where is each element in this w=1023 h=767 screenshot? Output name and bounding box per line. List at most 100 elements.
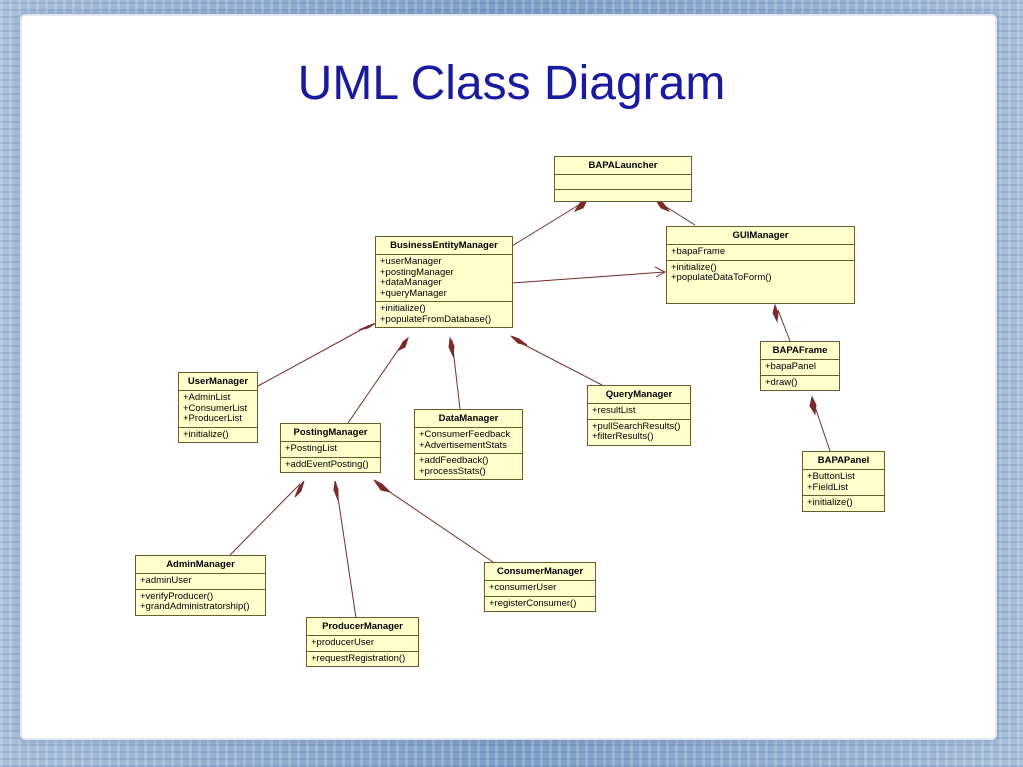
link-business-posting [347, 339, 406, 424]
method: +processStats() [419, 465, 486, 477]
link-posting-consumer [377, 483, 494, 563]
attribute: +ConsumerList [183, 402, 248, 414]
attribute-compartment: +producerUser [307, 636, 418, 652]
attribute: +bapaFrame [671, 246, 726, 257]
arrowhead-business-gui [654, 266, 667, 278]
attribute-compartment: +PostingList [281, 442, 380, 458]
method-compartment: +verifyProducer() +grandAdministratorshi… [136, 590, 265, 615]
method: +verifyProducer() [140, 590, 214, 602]
diamond-business-user [358, 322, 377, 331]
class-query-manager[interactable]: QueryManager +resultList +pullSearchResu… [587, 385, 691, 446]
method-compartment: +pullSearchResults() +filterResults() [588, 420, 690, 445]
diamond-gui-frame [772, 303, 779, 323]
attribute: +ConsumerFeedback [419, 429, 511, 440]
link-launcher-business [511, 202, 583, 247]
diamond-business-posting [397, 336, 410, 352]
method-compartment: +requestRegistration() [307, 652, 418, 667]
method-compartment: +addFeedback() +processStats() [415, 454, 522, 479]
attribute: +ButtonList [807, 471, 855, 482]
class-name: DataManager [415, 410, 522, 428]
method-compartment: +initialize() +populateFromDatabase() [376, 302, 512, 327]
class-consumer-manager[interactable]: ConsumerManager +consumerUser +registerC… [484, 562, 596, 612]
class-name: ConsumerManager [485, 563, 595, 581]
class-business-entity-manager[interactable]: BusinessEntityManager +userManager +post… [375, 236, 513, 328]
attribute-compartment: +adminUser [136, 574, 265, 590]
attribute: +postingManager [380, 266, 454, 278]
class-name: BAPAFrame [761, 342, 839, 360]
method: +pullSearchResults() [592, 420, 681, 432]
class-name: UserManager [179, 373, 257, 391]
class-name: PostingManager [281, 424, 380, 442]
diamond-posting-consumer [373, 479, 392, 493]
diamond-posting-admin [294, 480, 305, 498]
attribute: +resultList [592, 405, 636, 416]
method: +requestRegistration() [311, 652, 406, 664]
link-business-user [257, 325, 369, 387]
class-producer-manager[interactable]: ProducerManager +producerUser +requestRe… [306, 617, 419, 667]
class-gui-manager[interactable]: GUIManager +bapaFrame +initialize() +pop… [666, 226, 855, 304]
attribute: +ProducerList [183, 413, 242, 424]
attribute-compartment [555, 175, 691, 190]
method: +initialize() [380, 303, 426, 314]
attribute: +PostingList [285, 443, 338, 454]
attribute-compartment: +resultList [588, 404, 690, 420]
diamond-business-data [448, 336, 455, 358]
method: +populateDataToForm() [671, 272, 772, 283]
attribute-compartment: +bapaPanel [761, 360, 839, 376]
diamond-launcher-business [573, 199, 589, 212]
class-name: ProducerManager [307, 618, 418, 636]
class-name: AdminManager [136, 556, 265, 574]
attribute-compartment: +consumerUser [485, 581, 595, 597]
method: +filterResults() [592, 431, 654, 442]
method: +initialize() [183, 428, 229, 440]
method: +addEventPosting() [285, 458, 369, 470]
class-bapa-panel[interactable]: BAPAPanel +ButtonList +FieldList +initia… [802, 451, 885, 512]
class-bapa-launcher[interactable]: BAPALauncher [554, 156, 692, 202]
method: +initialize() [671, 261, 717, 273]
slide-title: UML Class Diagram [297, 57, 726, 110]
method-compartment: +registerConsumer() [485, 597, 595, 612]
class-name: QueryManager [588, 386, 690, 404]
link-business-query [514, 339, 603, 386]
attribute: +queryManager [380, 287, 447, 299]
attribute-compartment: +ConsumerFeedback +AdvertisementStats [415, 428, 522, 454]
method: +registerConsumer() [489, 597, 577, 609]
attribute-compartment: +userManager +postingManager +dataManage… [376, 255, 512, 302]
diamond-frame-panel [809, 395, 817, 416]
method: +draw() [765, 376, 798, 388]
method: +grandAdministratorship() [140, 601, 250, 612]
attribute: +AdvertisementStats [419, 439, 507, 451]
class-user-manager[interactable]: UserManager +AdminList +ConsumerList +Pr… [178, 372, 258, 443]
diamond-posting-producer [333, 480, 339, 501]
attribute-compartment: +bapaFrame [667, 245, 854, 261]
class-name: GUIManager [667, 227, 854, 245]
attribute: +userManager [380, 256, 442, 267]
method: +addFeedback() [419, 455, 489, 466]
class-admin-manager[interactable]: AdminManager +adminUser +verifyProducer(… [135, 555, 266, 616]
link-posting-producer [335, 483, 357, 619]
method-compartment [555, 190, 691, 204]
class-bapa-frame[interactable]: BAPAFrame +bapaPanel +draw() [760, 341, 840, 391]
attribute: +producerUser [311, 637, 375, 648]
class-name: BAPALauncher [555, 157, 691, 175]
method-compartment: +draw() [761, 376, 839, 391]
class-posting-manager[interactable]: PostingManager +PostingList +addEventPos… [280, 423, 381, 473]
diamond-launcher-gui [654, 198, 671, 213]
method: +populateFromDatabase() [380, 313, 492, 325]
link-posting-admin [229, 483, 301, 556]
class-name: BAPAPanel [803, 452, 884, 470]
attribute: +bapaPanel [765, 361, 816, 372]
class-data-manager[interactable]: DataManager +ConsumerFeedback +Advertise… [414, 409, 523, 480]
link-business-gui [511, 271, 666, 284]
method: +initialize() [807, 497, 853, 508]
method-compartment: +initialize() [179, 428, 257, 443]
attribute: +dataManager [380, 277, 442, 288]
attribute: +consumerUser [489, 582, 557, 593]
method-compartment: +initialize() [803, 496, 884, 511]
attribute-compartment: +AdminList +ConsumerList +ProducerList [179, 391, 257, 428]
method-compartment: +initialize() +populateDataToForm() [667, 261, 854, 303]
attribute: +AdminList [183, 392, 231, 403]
attribute-compartment: +ButtonList +FieldList [803, 470, 884, 496]
attribute: +FieldList [807, 481, 848, 493]
